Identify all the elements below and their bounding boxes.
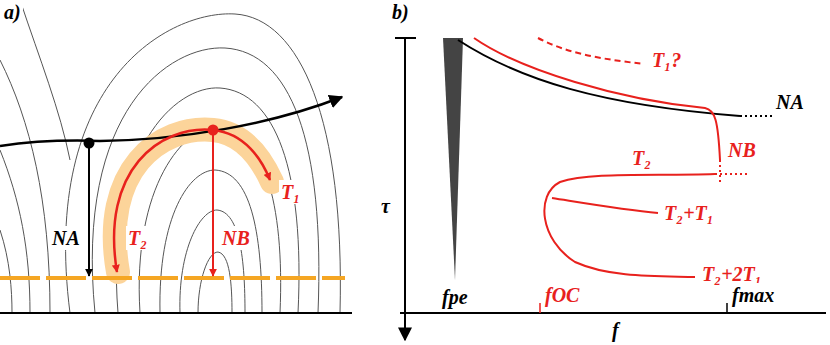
dashed-layer <box>0 276 345 280</box>
nb-curve-dotted <box>719 160 721 184</box>
t2-arc <box>114 130 213 272</box>
t2-curve <box>544 174 715 277</box>
orange-band <box>115 130 272 272</box>
curve-label: T₁? <box>650 48 683 72</box>
vector-label: NA <box>50 226 82 250</box>
nb-curve <box>474 38 720 160</box>
plasma-spike <box>443 38 463 280</box>
point-a <box>84 138 95 149</box>
panel-letter: a) <box>2 0 23 24</box>
fmax-tick <box>726 303 728 313</box>
tau-axis <box>404 38 406 340</box>
field-lines <box>0 0 340 313</box>
axis-tick <box>395 37 416 39</box>
point-b <box>208 125 219 136</box>
arc-label: T₂ <box>126 226 149 250</box>
tick-label: fOC <box>543 283 581 307</box>
t2-curve-dotted <box>715 173 747 175</box>
curve-label: T₂+T₁ <box>662 201 716 225</box>
curve-label: NA <box>774 90 806 114</box>
f-axis <box>400 312 826 314</box>
na-arrow <box>88 143 90 276</box>
t1-question-curve <box>538 38 644 64</box>
arc-label: T₁ <box>279 180 302 204</box>
tick-label: fmax <box>730 283 776 307</box>
curve-label: T₂ <box>630 146 653 170</box>
tick-label: fpe <box>440 285 470 309</box>
nb-arrow <box>212 130 214 276</box>
t2t1-curve <box>552 198 658 213</box>
axis-label: f <box>610 318 621 342</box>
foc-tick <box>539 303 541 313</box>
na-curve <box>458 40 740 116</box>
vector-label: NB <box>220 226 252 250</box>
trajectory <box>0 97 342 146</box>
panel-letter: b) <box>390 0 411 24</box>
axis-label: τ <box>379 194 392 218</box>
ground-line <box>0 312 352 314</box>
na-curve-dotted <box>740 115 772 117</box>
curve-label: NB <box>726 138 758 162</box>
t1-arc <box>213 130 270 180</box>
